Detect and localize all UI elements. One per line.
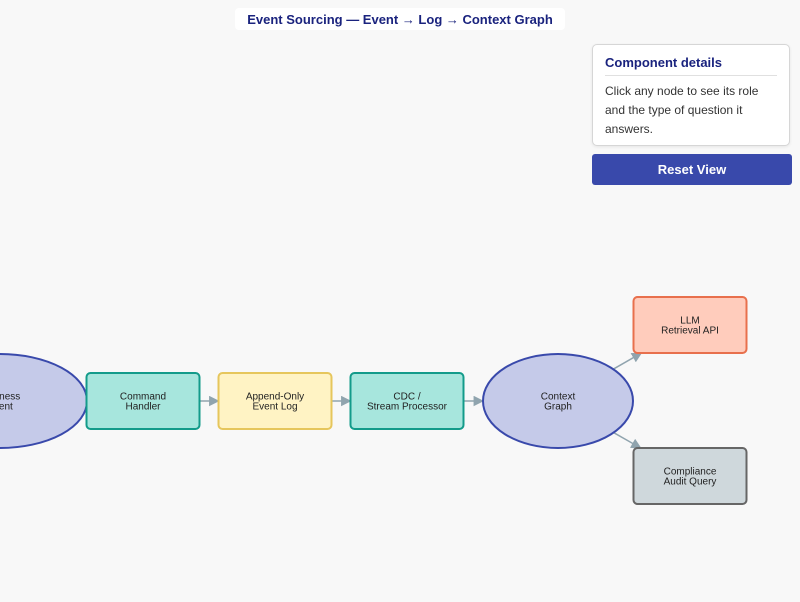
node-label: Audit Query [664, 477, 717, 488]
component-details-panel: Component details Click any node to see … [592, 44, 790, 146]
reset-view-button[interactable]: Reset View [592, 154, 792, 185]
node-label: CDC / [393, 392, 420, 403]
edge-context-graph-to-llm-retrieval-api [612, 352, 643, 370]
node-label: Event Log [252, 402, 297, 413]
node-shape [85, 372, 201, 430]
details-body: Click any node to see its role and the t… [605, 84, 759, 136]
edge-context-graph-to-compliance-audit-query [613, 431, 642, 449]
node-shape [632, 296, 748, 354]
node-shape [349, 372, 465, 430]
details-heading: Component details [605, 55, 777, 76]
node-shape [482, 353, 634, 449]
node-business-event[interactable]: BusinessEvent [0, 353, 88, 449]
node-stream-processor[interactable]: CDC /Stream Processor [349, 372, 465, 430]
node-shape [632, 447, 748, 505]
diagram-title: Event Sourcing — Event → Log → Context G… [235, 8, 565, 30]
node-label: Context [541, 392, 576, 403]
node-shape [217, 372, 333, 430]
node-label: Retrieval API [661, 326, 719, 337]
node-label: Command [120, 392, 166, 403]
node-label: Business [0, 392, 20, 403]
node-label: Compliance [664, 467, 717, 478]
node-label: Graph [544, 402, 572, 413]
node-label: Handler [125, 402, 161, 413]
node-label: Append-Only [246, 392, 304, 403]
node-label: Event [0, 402, 13, 413]
node-label: Stream Processor [367, 402, 448, 413]
node-label: LLM [680, 316, 699, 327]
